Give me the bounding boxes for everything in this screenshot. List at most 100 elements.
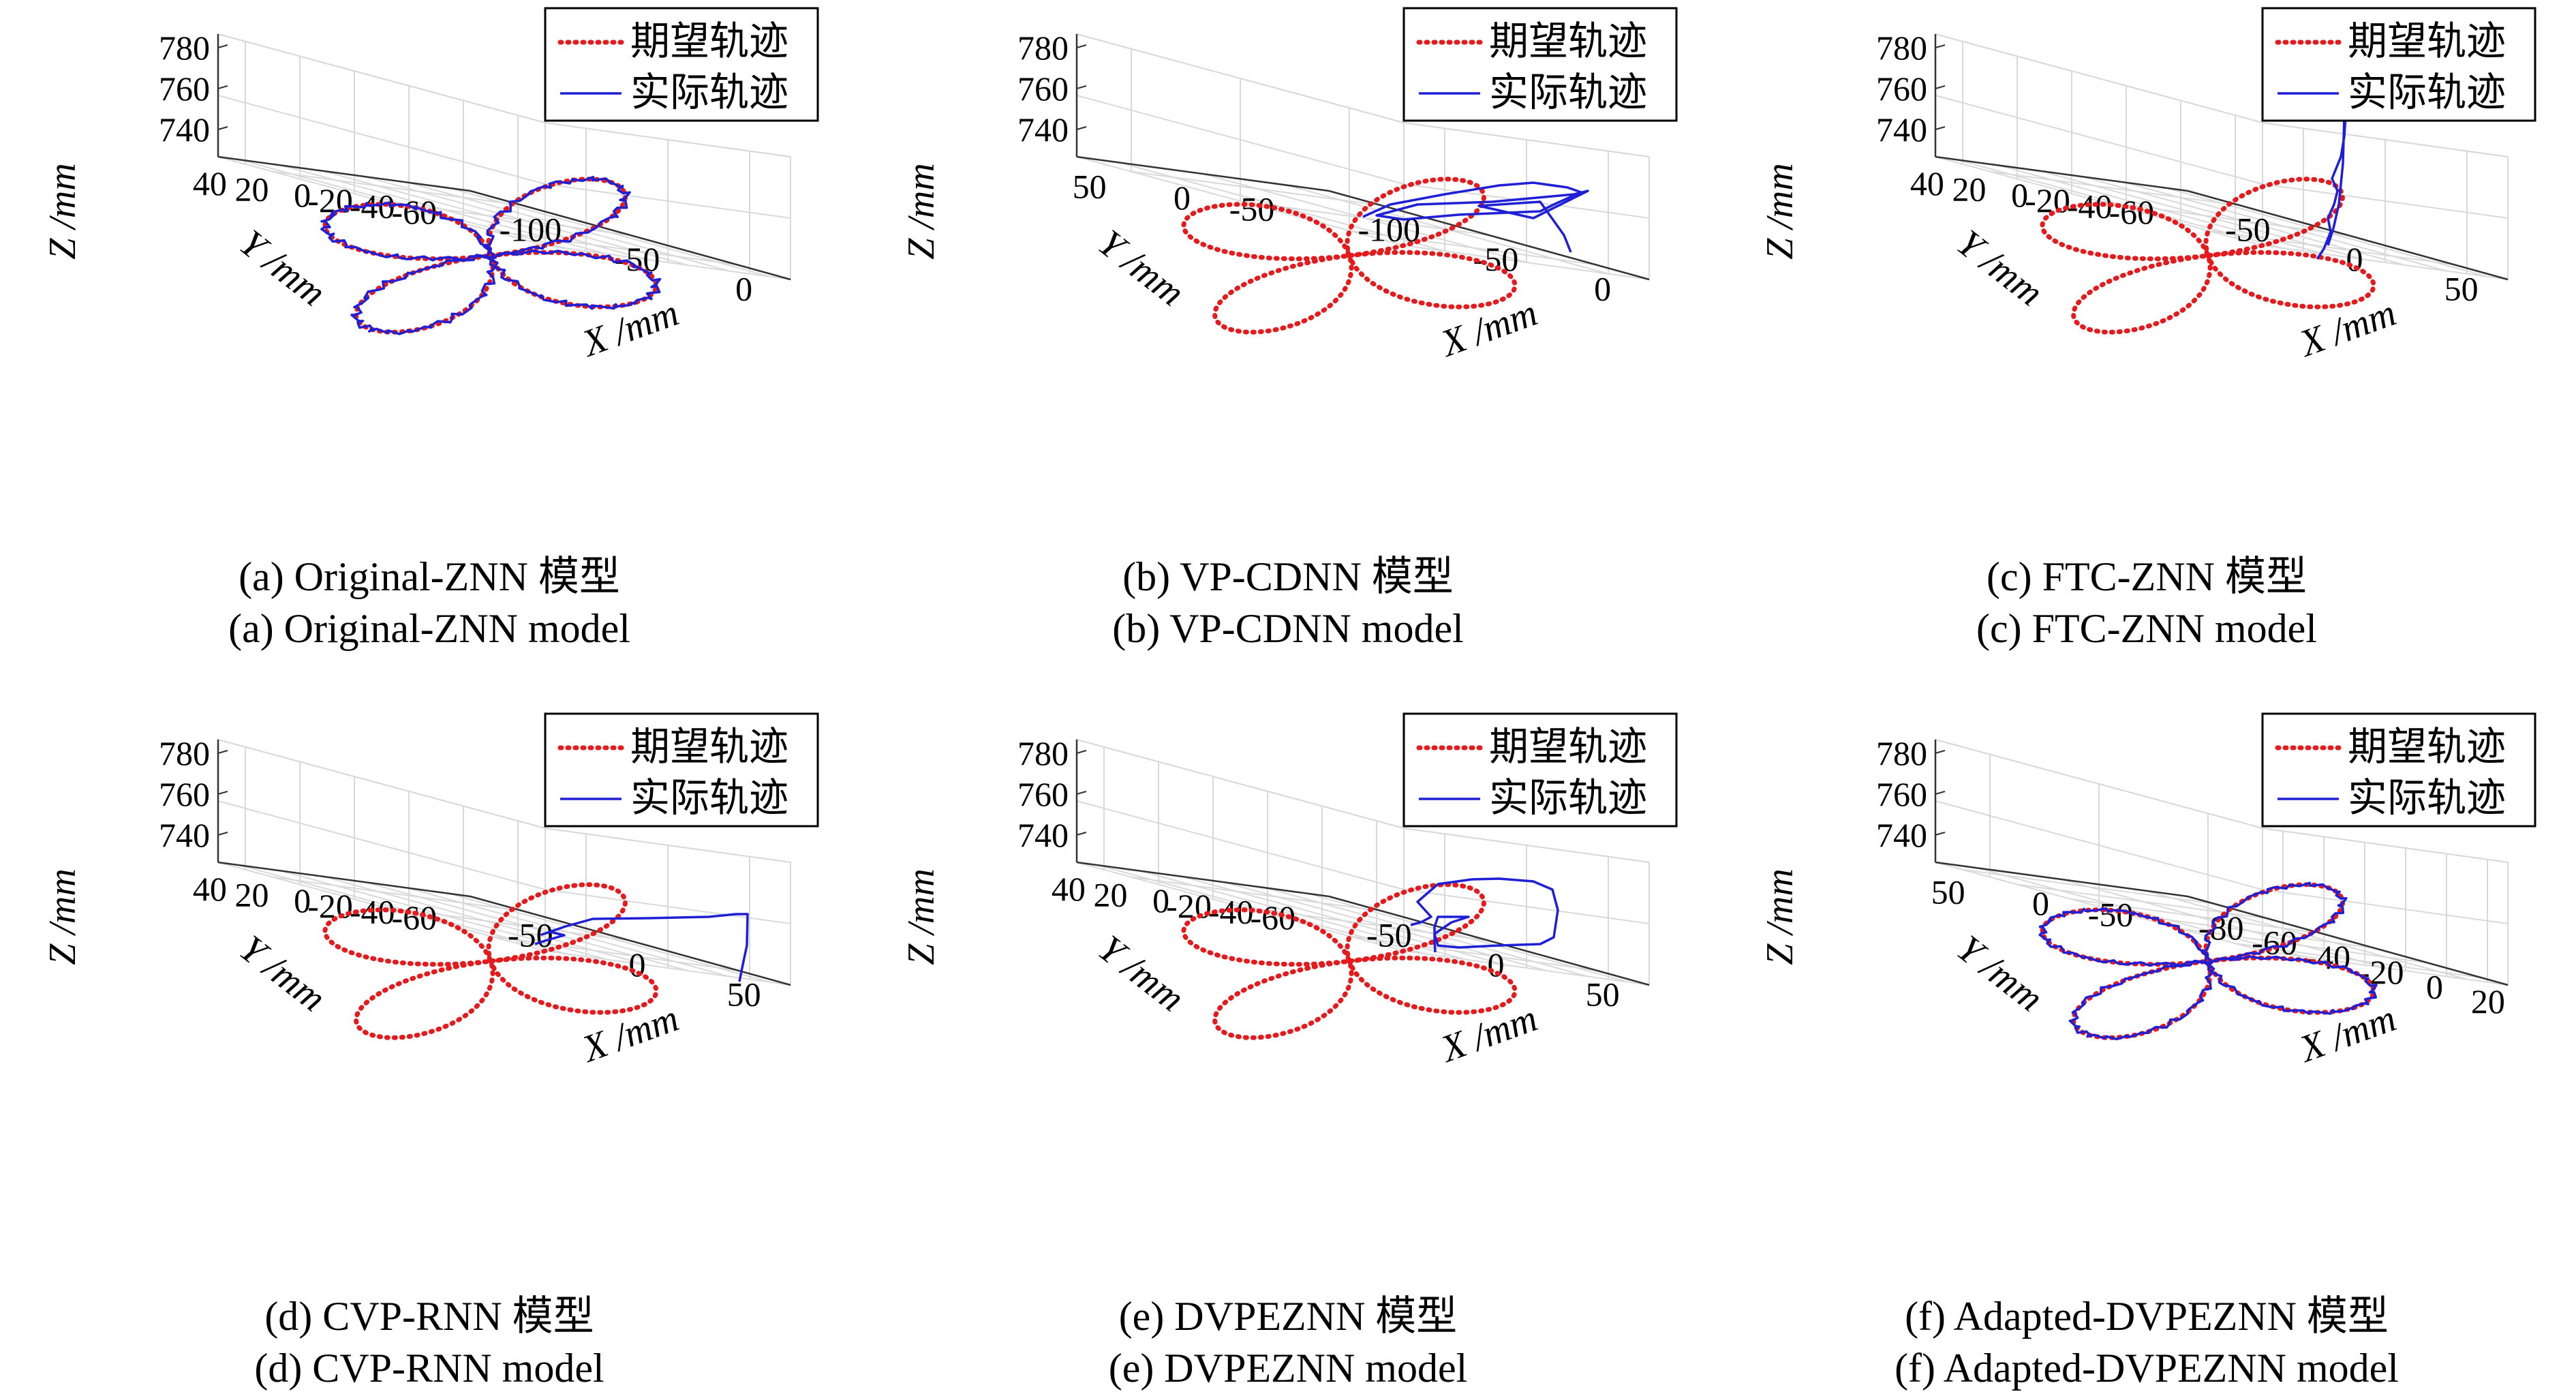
desired-trajectory-line: [1181, 882, 1518, 1040]
floor-grid-line: [2207, 230, 2455, 266]
floor-grid-line: [1977, 867, 2304, 958]
subplot-caption-cn: (e) DVPEZNN 模型: [1118, 1294, 1458, 1339]
floor-grid-line: [272, 876, 524, 912]
y-tick-label: -20: [2025, 181, 2070, 219]
floor-grid-line: [490, 230, 737, 266]
z-tick-label: 780: [1876, 29, 1927, 67]
x-tick-label: -50: [615, 240, 660, 278]
floor-grid-line: [1266, 887, 1589, 978]
legend-actual-label: 实际轨迹: [630, 70, 788, 115]
y-axis-line: [1076, 155, 1330, 192]
z-tick-label: 760: [1876, 775, 1927, 813]
x-tick-label: 50: [2444, 269, 2479, 307]
floor-grid-line: [1181, 875, 1507, 966]
floor-grid-line: [272, 170, 524, 207]
z-tick: [1935, 832, 1946, 836]
z-tick: [1076, 126, 1087, 130]
y-tick-label: -20: [1166, 887, 1212, 925]
z-tick-label: 760: [1017, 775, 1069, 813]
grid-line: [1935, 95, 2263, 185]
y-tick-label: 20: [235, 876, 269, 914]
actual-trajectory-line: [534, 913, 749, 982]
x-tick-label: -50: [1366, 916, 1412, 954]
floor-grid-line: [322, 170, 648, 260]
x-tick-label: -50: [1473, 240, 1519, 278]
x-axis-line: [1328, 895, 1650, 986]
z-tick-label: 740: [1876, 110, 1927, 149]
legend-actual-label: 实际轨迹: [2348, 70, 2506, 115]
z-tick-label: 780: [1017, 29, 1069, 67]
legend-desired-label: 期望轨迹: [630, 19, 788, 63]
desired-trajectory-line: [1181, 177, 1518, 335]
floor-grid-line: [448, 892, 771, 983]
legend-box: [2261, 7, 2536, 122]
y-axis-line: [217, 861, 471, 898]
legend-desired-label: 期望轨迹: [1489, 19, 1647, 63]
floor-grid-line: [1139, 870, 1466, 960]
z-tick-label: 760: [159, 70, 210, 108]
z-axis-label: Z /mm: [900, 163, 942, 260]
y-tick-label: 0: [2011, 176, 2028, 214]
z-tick-label: 740: [1876, 816, 1927, 854]
grid-line: [1076, 800, 1405, 890]
floor-grid-line: [2082, 176, 2406, 267]
grid-line: [2262, 889, 2509, 924]
z-tick-label: 740: [1017, 816, 1069, 854]
subplot-caption-en: (e) DVPEZNN model: [1108, 1346, 1468, 1391]
floor-grid-line: [365, 881, 689, 972]
y-tick-label: 50: [1931, 873, 1965, 911]
subplot-caption-cn: (b) VP-CDNN 模型: [1122, 554, 1454, 599]
subplot-caption-en: (d) CVP-RNN model: [254, 1346, 604, 1391]
z-axis-label: Z /mm: [42, 163, 84, 260]
floor-grid-line: [2061, 879, 2386, 969]
z-tick: [1076, 85, 1087, 89]
x-tick-label: 0: [629, 945, 646, 984]
z-axis-label: Z /mm: [900, 868, 942, 965]
floor-grid-line: [1349, 935, 1596, 971]
y-axis-line: [1935, 155, 2188, 192]
z-tick: [1935, 44, 1946, 48]
z-tick-label: 780: [159, 29, 210, 67]
x-tick-label: 50: [727, 975, 761, 1013]
x-tick-label: -50: [508, 916, 553, 954]
y-tick-label: -20: [307, 887, 353, 925]
y-axis-label: Y /mm: [1090, 927, 1193, 1020]
y-tick-label: 40: [1052, 870, 1086, 908]
floor-grid-line: [281, 870, 607, 960]
y-axis-label: Y /mm: [1949, 927, 2051, 1020]
y-axis-label: Y /mm: [232, 222, 334, 314]
z-tick: [217, 44, 228, 48]
z-tick-label: 740: [159, 816, 210, 854]
x-tick-label: 0: [735, 269, 752, 307]
legend-box: [1402, 7, 1678, 122]
x-tick-label: 50: [1586, 975, 1620, 1013]
y-tick-label: 0: [1174, 179, 1191, 217]
x-tick-label: 0: [2426, 968, 2443, 1006]
grid-line: [217, 739, 546, 829]
legend-desired-label: 期望轨迹: [2348, 725, 2506, 769]
actual-trajectory-line: [1362, 181, 1589, 253]
grid-line: [2262, 828, 2509, 863]
y-tick-label: -20: [307, 181, 353, 219]
x-axis-line: [1328, 190, 1650, 281]
x-axis-line: [2187, 895, 2509, 986]
y-tick-label: 0: [2032, 884, 2049, 922]
grid-line: [1076, 739, 1405, 829]
legend-actual-label: 实际轨迹: [2348, 776, 2506, 820]
z-tick: [217, 832, 228, 836]
grid-line: [217, 800, 546, 890]
subplot-caption-cn: (c) FTC-ZNN 模型: [1987, 554, 2307, 599]
z-tick: [217, 791, 228, 795]
z-tick: [1935, 126, 1946, 130]
legend-desired-label: 期望轨迹: [1489, 725, 1647, 769]
subplot-caption-cn: (a) Original-ZNN 模型: [239, 554, 620, 599]
legend-desired-label: 期望轨迹: [630, 725, 788, 769]
